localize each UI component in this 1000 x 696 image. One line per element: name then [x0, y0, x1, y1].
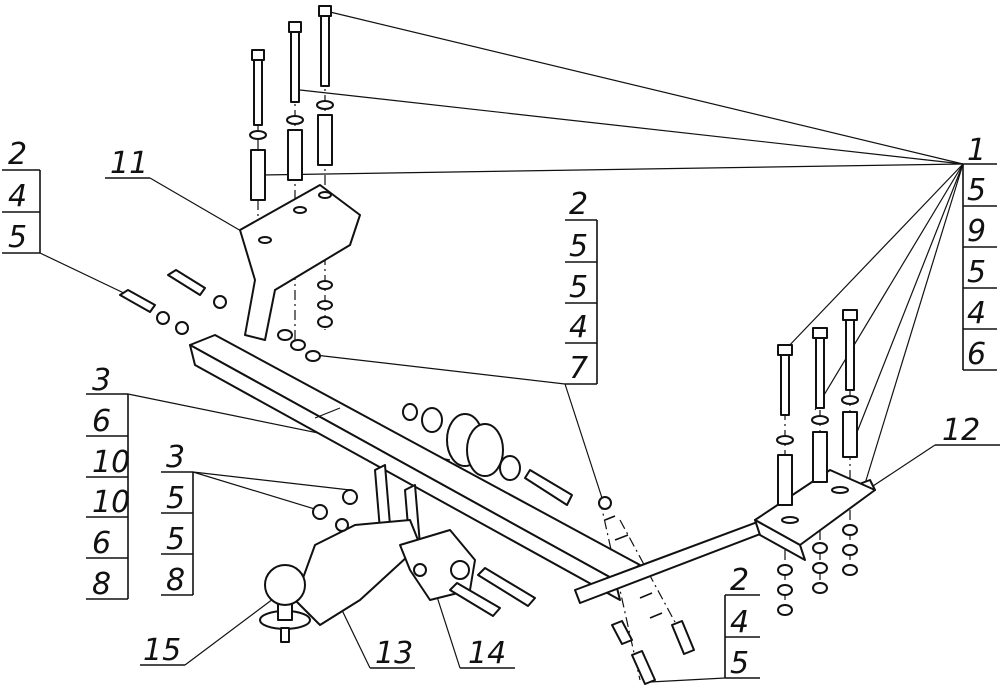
callout-number: 8: [166, 563, 185, 598]
callout-number: 8: [92, 567, 111, 602]
callout-number: 9: [967, 214, 986, 249]
callout-singles: 11 12 15 13 14: [105, 146, 1000, 671]
callout-number: 5: [166, 481, 185, 516]
callout-right: 1 5 9 5 4 6: [962, 133, 997, 372]
callout-number: 4: [8, 179, 27, 214]
callout-left-inner: 3 5 5 8: [161, 440, 194, 598]
callout-number: 4: [730, 605, 749, 640]
callout-14: 14: [468, 636, 506, 671]
callout-left: 3 6 10 10 6 8: [86, 363, 130, 602]
callout-bottom-right: 2 4 5: [724, 563, 760, 681]
center-clamp: [402, 403, 612, 510]
callout-top-left: 2 4 5: [2, 137, 41, 255]
callout-number: 4: [569, 310, 588, 345]
callout-number: 5: [569, 270, 588, 305]
callout-number: 2: [569, 187, 588, 222]
callout-number: 1: [967, 133, 986, 168]
callout-number: 5: [166, 522, 185, 557]
crossbar-tube: [189, 334, 876, 604]
callout-number: 6: [92, 404, 111, 439]
bolts-right: [776, 309, 859, 616]
callout-number: 5: [569, 229, 588, 264]
callout-number: 7: [569, 351, 588, 386]
callout-number: 5: [730, 646, 749, 681]
lower-bolts: [604, 515, 695, 685]
left-bracket: [239, 184, 361, 341]
callout-number: 4: [967, 296, 986, 331]
callout-number: 5: [967, 255, 986, 290]
bolts-left: [119, 5, 334, 362]
callout-13: 13: [375, 636, 413, 671]
callout-12: 12: [942, 413, 980, 448]
callout-number: 5: [8, 220, 27, 255]
callout-number: 3: [92, 363, 111, 398]
callout-number: 2: [730, 563, 749, 598]
ball-mount: [294, 464, 536, 626]
callout-number: 6: [92, 526, 111, 561]
callout-middle: 2 5 5 4 7: [565, 187, 598, 386]
callout-number: 3: [166, 440, 185, 475]
right-bracket: [754, 469, 876, 561]
callout-15: 15: [143, 633, 181, 668]
callout-number: 10: [92, 485, 130, 520]
leader-lines: [39, 11, 964, 683]
callout-11: 11: [110, 146, 148, 181]
tow-ball: [259, 564, 311, 643]
callout-number: 2: [8, 137, 27, 172]
callout-number: 10: [92, 445, 130, 480]
callout-number: 5: [967, 173, 986, 208]
callout-number: 6: [967, 337, 986, 372]
